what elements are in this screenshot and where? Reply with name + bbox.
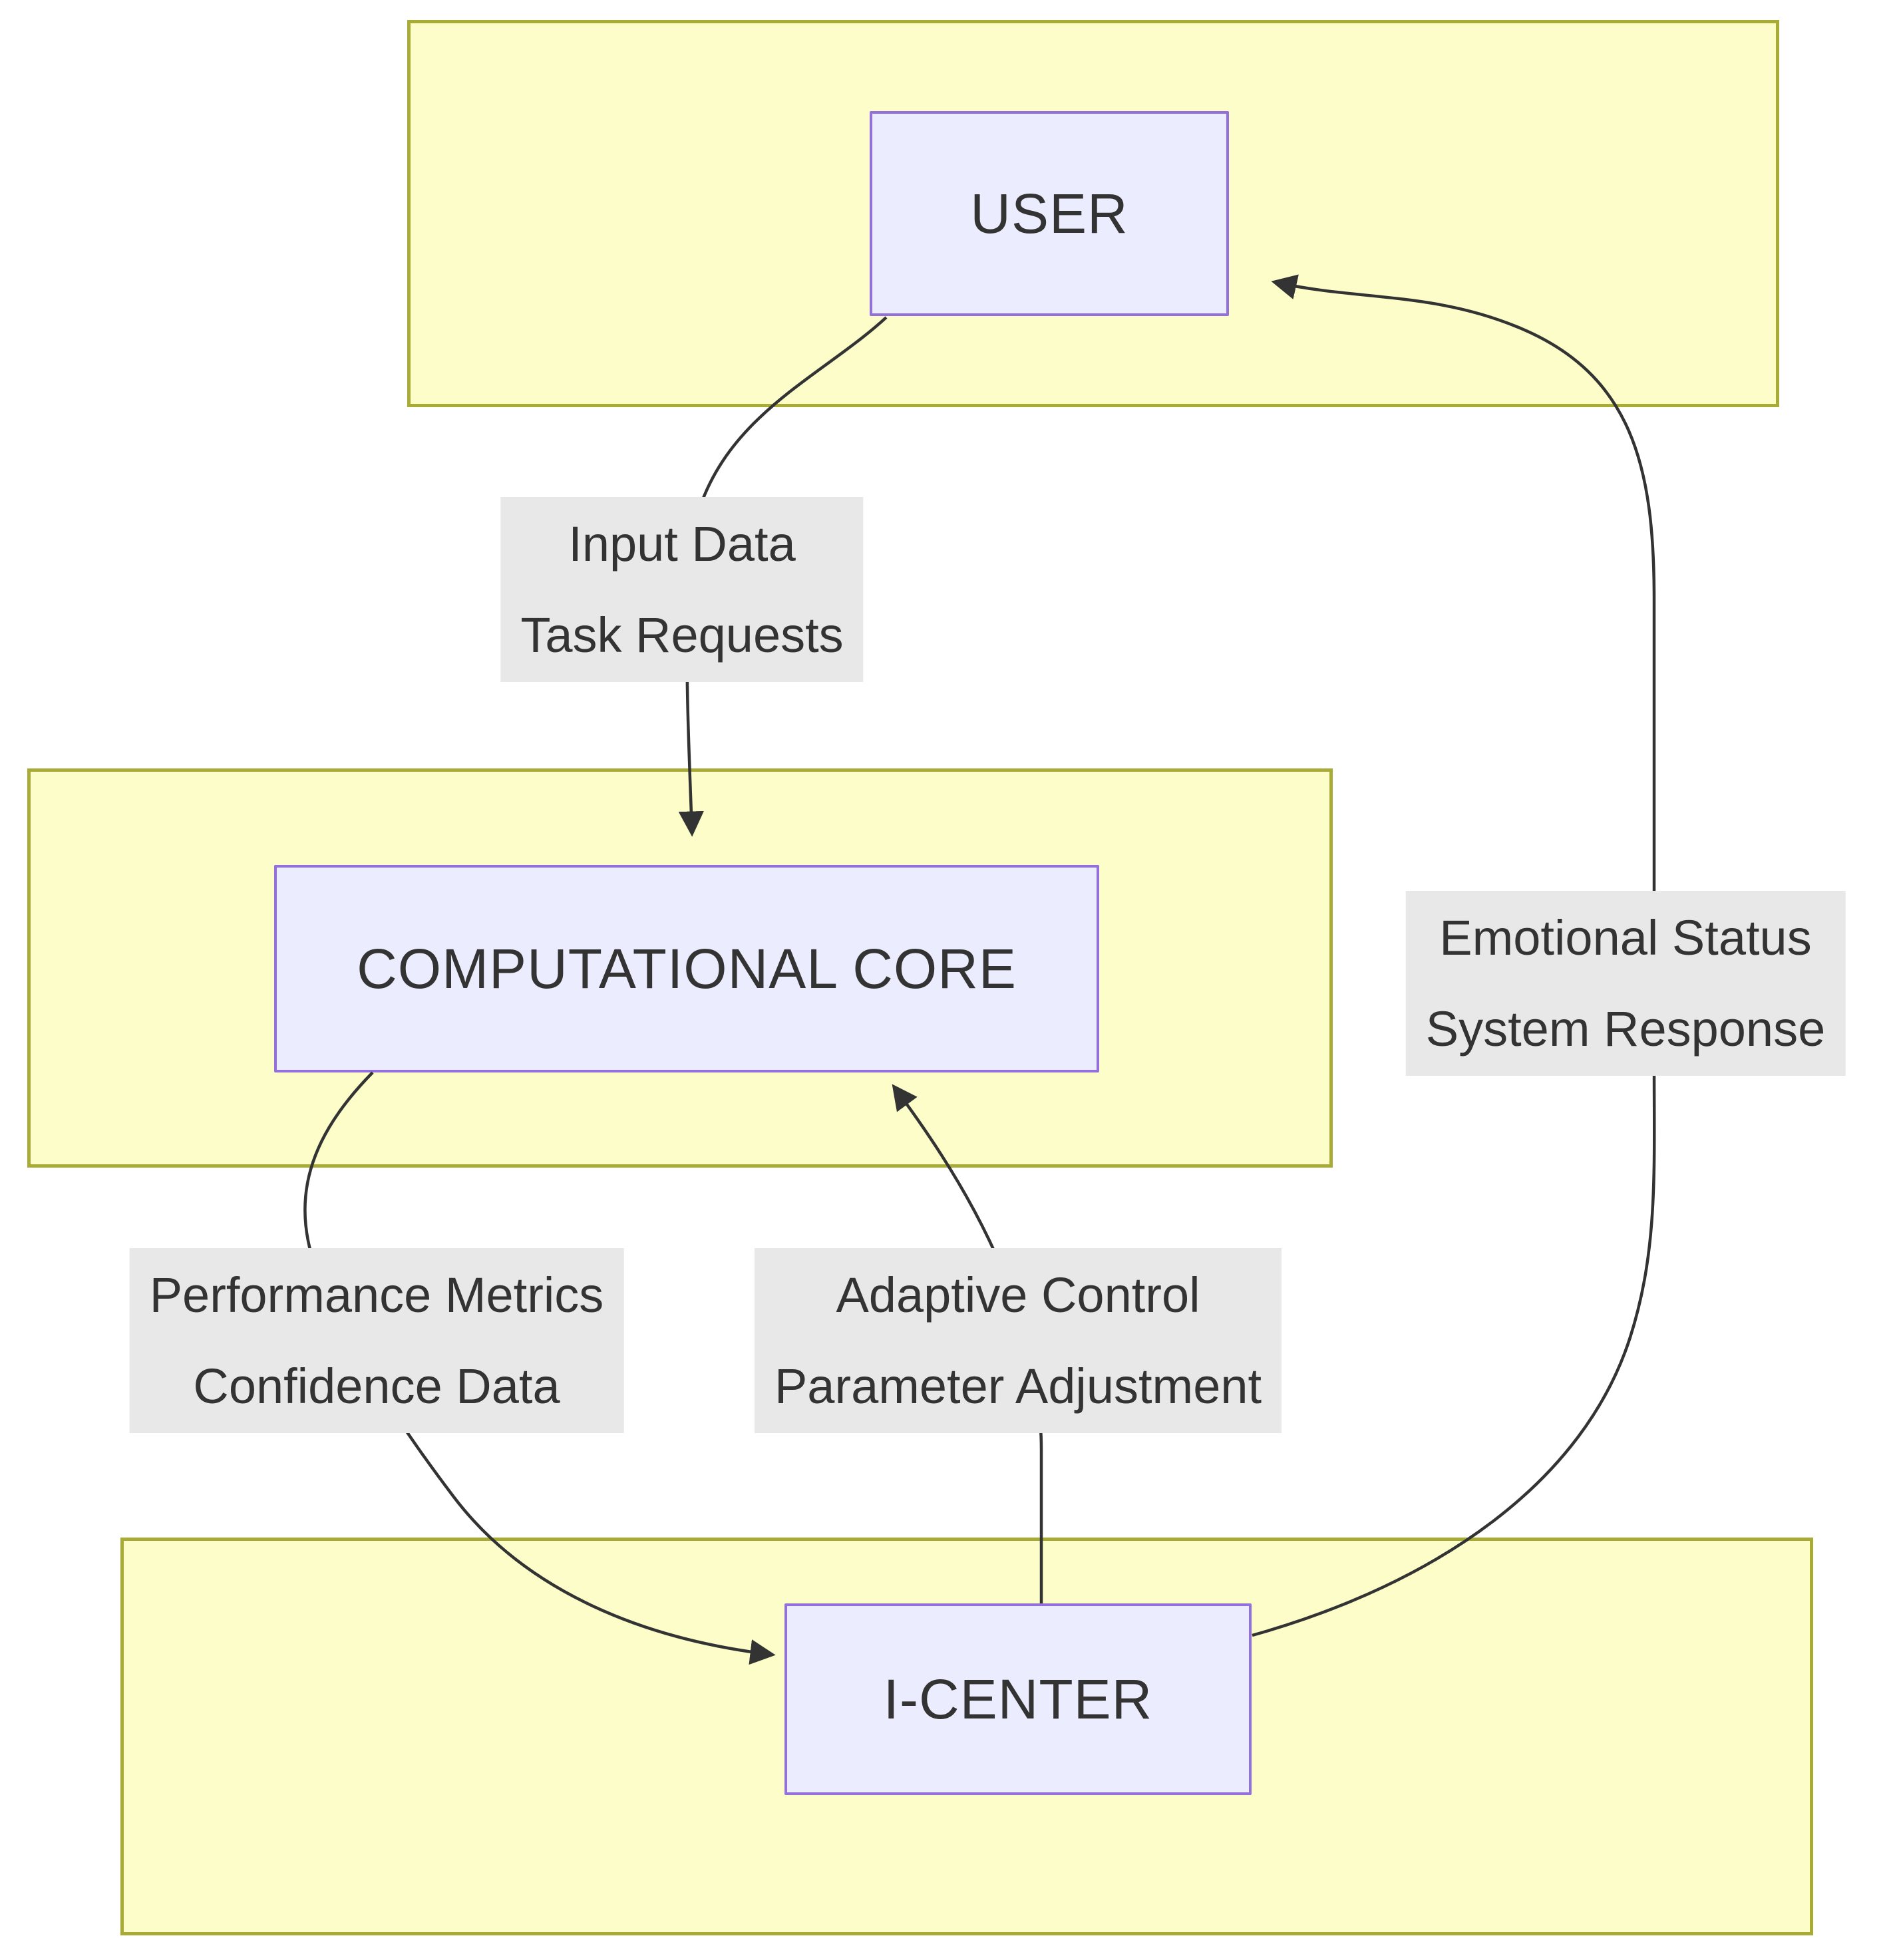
node-i-center-label: I-CENTER [883, 1667, 1153, 1730]
node-computational-core-label: COMPUTATIONAL CORE [357, 937, 1017, 1000]
node-i-center: I-CENTER [784, 1603, 1252, 1795]
node-computational-core: COMPUTATIONAL CORE [274, 865, 1099, 1072]
edge-label-line: Adaptive Control [836, 1267, 1200, 1323]
edge-label-line: Input Data [568, 516, 796, 572]
edge-label-line: Performance Metrics [149, 1267, 604, 1323]
edge-label-adaptive-control: Adaptive Control Parameter Adjustment [754, 1248, 1282, 1433]
edge-label-line: Parameter Adjustment [774, 1359, 1262, 1414]
node-user-label: USER [970, 182, 1128, 245]
edge-label-emotional-status: Emotional Status System Response [1405, 891, 1846, 1076]
edge-label-line: Confidence Data [193, 1359, 560, 1414]
edge-label-line: System Response [1425, 1001, 1826, 1057]
edge-label-line: Emotional Status [1439, 910, 1812, 965]
node-user: USER [870, 111, 1229, 316]
edge-label-performance-metrics: Performance Metrics Confidence Data [129, 1248, 624, 1433]
edge-label-line: Task Requests [520, 607, 844, 663]
edge-label-input-data: Input Data Task Requests [500, 497, 864, 682]
